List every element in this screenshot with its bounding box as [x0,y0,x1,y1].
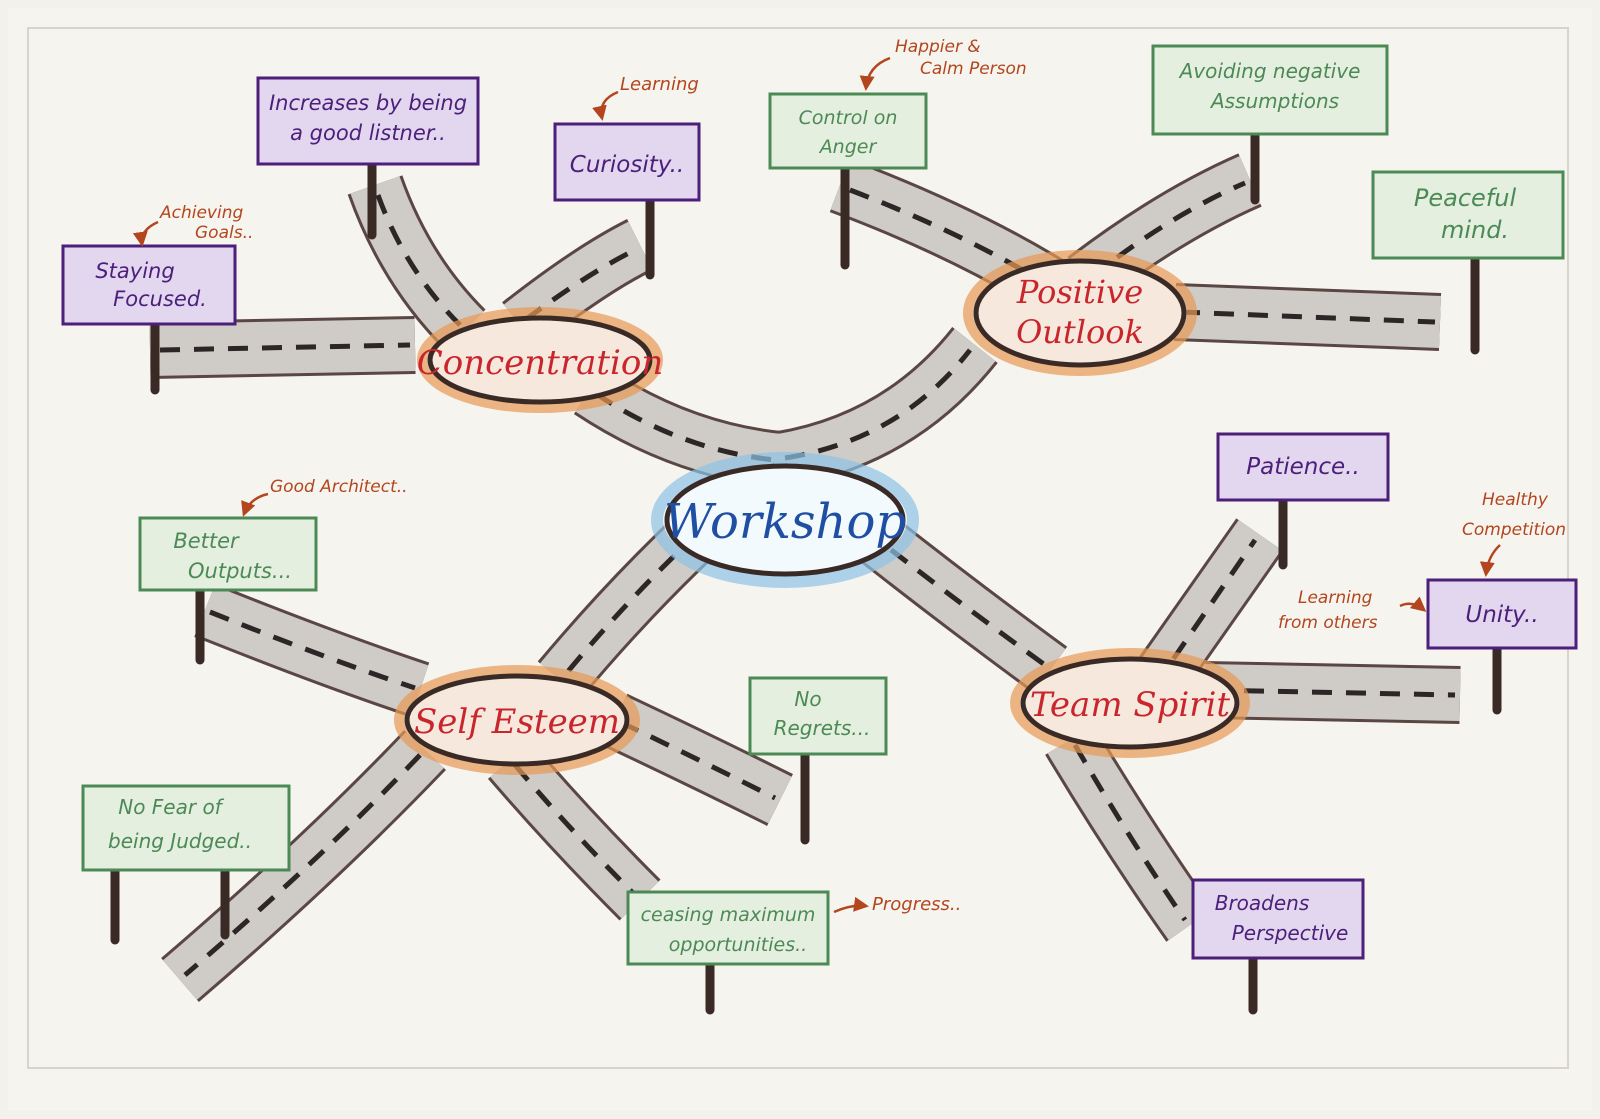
arrow-learning [592,90,619,121]
sign-no-regrets-line-1: No [794,687,821,711]
sign-broadens-perspective-line-1: Broadens [1215,891,1310,915]
sign-curiosity-label: Curiosity.. [570,152,684,178]
sign-unity: Unity.. [1426,578,1578,650]
sign-better-outputs-line-2: Outputs... [188,559,292,583]
arrow-progress [833,896,869,914]
sign-control-on-anger-line-1: Control on [799,107,898,129]
hub-label-team-spirit: Team Spirit [1030,685,1231,725]
note-good-architect: Good Architect.. [270,477,408,497]
note-learning-others-line-2: from others [1278,613,1378,633]
note-progress: Progress.. [872,894,961,915]
hub-label-outlook: Outlook [1016,313,1144,351]
arrow-learning-others [1399,596,1427,612]
arrow-happier [859,56,891,91]
sign-posts [110,127,1502,1015]
sign-good-listener-line-2: a good listner.. [290,121,446,145]
sign-ceasing-line-2: opportunities.. [669,934,807,956]
center-node-workshop: Workshop [651,452,919,588]
sign-no-regrets: No Regrets... [748,676,888,756]
note-learning: Learning [620,74,699,95]
note-achieving-line-2: Goals.. [195,223,253,243]
sign-good-listener: Increases by being a good listner.. [256,76,480,166]
sign-curiosity: Curiosity.. [553,122,701,202]
hub-concentration: Concentration [417,307,664,413]
sign-no-fear-of-being-judged: No Fear of being Judged.. [81,784,291,872]
center-label: Workshop [664,494,906,550]
sign-staying-focused-line-1: Staying [95,259,174,283]
hub-label-self-esteem: Self Esteem [414,702,620,742]
sign-peaceful-mind-line-1: Peaceful [1414,184,1517,212]
sign-staying-focused-line-2: Focused. [113,287,207,311]
sign-better-outputs-line-1: Better [173,529,240,553]
note-happier-line-2: Calm Person [920,59,1027,79]
sign-avoiding-negative-assumptions: Avoiding negative Assumptions [1151,44,1389,136]
sign-patience: Patience.. [1216,432,1390,502]
note-healthy-line-2: Competition [1462,520,1566,540]
sign-control-on-anger-line-2: Anger [818,136,878,158]
sign-ceasing-line-1: ceasing maximum [641,904,816,926]
hub-positive-outlook: Positive Outlook [963,250,1197,376]
sign-staying-focused: Staying Focused. [61,244,237,326]
note-happier-line-1: Happier & [895,37,981,57]
sign-good-listener-line-1: Increases by being [269,91,467,115]
sign-no-fear-line-1: No Fear of [118,795,224,819]
sign-unity-label: Unity.. [1465,602,1538,628]
sign-peaceful-mind: Peaceful mind. [1371,170,1565,260]
sign-patience-label: Patience.. [1246,454,1360,480]
hub-team-spirit: Team Spirit [1010,648,1250,758]
annotations: Learning Achieving Goals.. Happier & Cal… [132,37,1566,915]
sign-peaceful-mind-line-2: mind. [1441,216,1509,244]
sign-broadens-perspective-line-2: Perspective [1232,921,1349,945]
sign-avoiding-negative-line-1: Avoiding negative [1178,59,1361,83]
sign-control-on-anger: Control on Anger [768,92,928,170]
arrow-good-architect [241,492,269,517]
hub-label-concentration: Concentration [417,343,664,383]
sign-ceasing-maximum-opportunities: ceasing maximum opportunities.. [626,890,830,966]
paper-border [27,27,1569,1069]
arrow-achieving-goals [132,220,159,247]
note-achieving-line-1: Achieving [159,203,243,223]
sign-avoiding-negative-line-2: Assumptions [1209,89,1339,113]
hub-label-positive: Positive [1016,273,1143,311]
sign-no-fear-line-2: being Judged.. [108,829,252,853]
sign-better-outputs: Better Outputs... [138,516,318,592]
note-learning-others-line-1: Learning [1298,588,1373,608]
sign-broadens-perspective: Broadens Perspective [1191,878,1365,960]
sign-no-regrets-line-2: Regrets... [774,716,871,740]
note-healthy-line-1: Healthy [1482,490,1549,510]
hub-self-esteem: Self Esteem [394,665,640,775]
arrow-healthy-competition [1479,544,1501,577]
